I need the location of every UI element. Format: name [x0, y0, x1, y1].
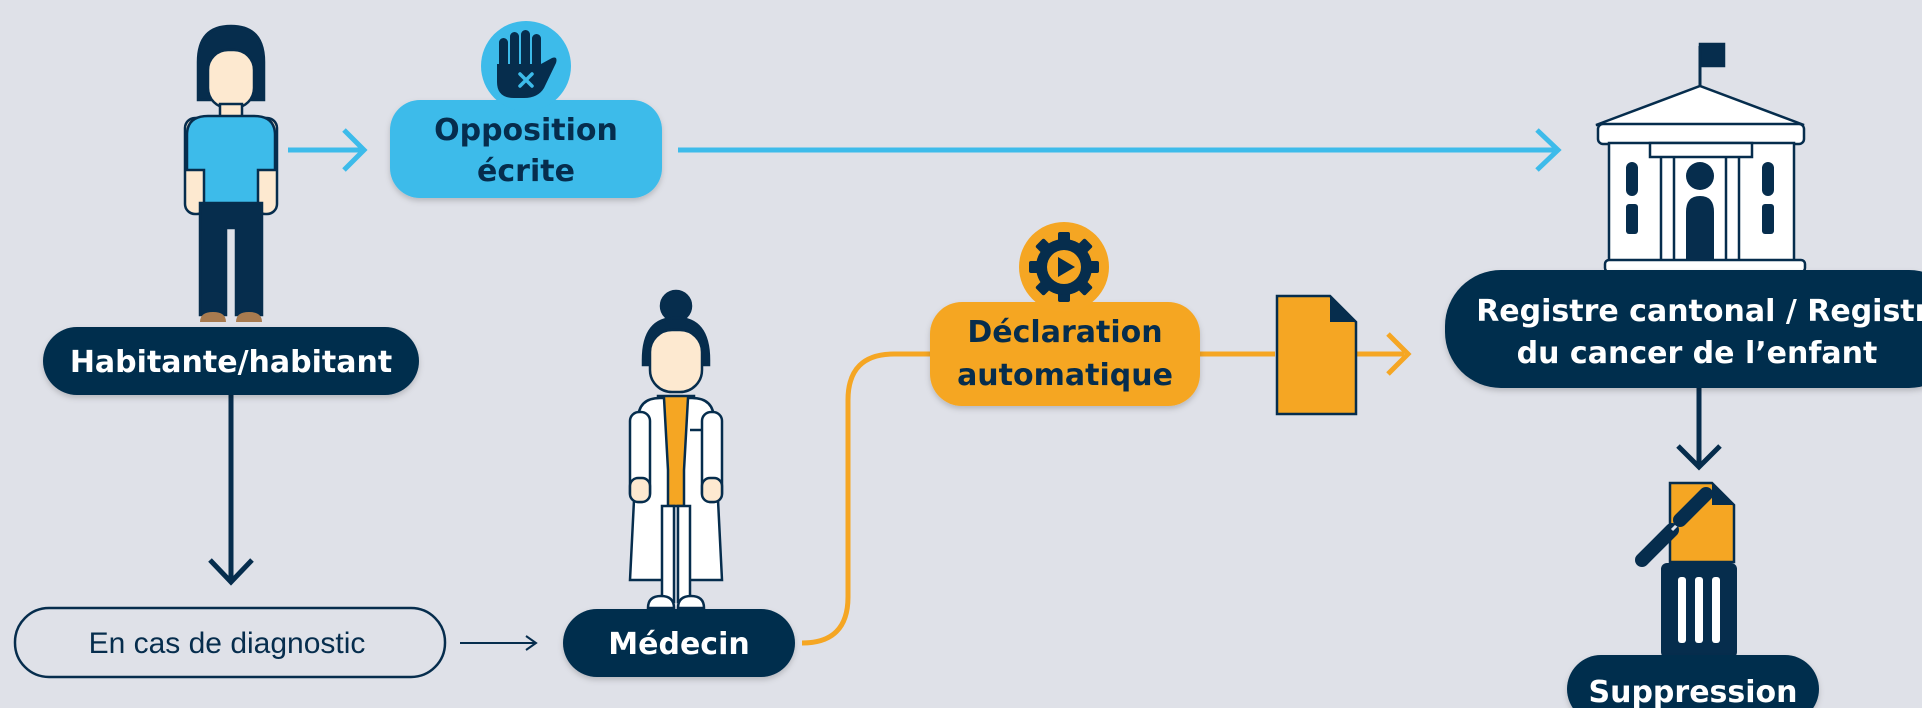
registry-node: Registre cantonal / Registre du cancer d…	[1445, 270, 1922, 388]
trash-icon	[1635, 481, 1737, 658]
arrow-document-to-registry	[1356, 332, 1412, 376]
diagnosis-label: En cas de diagnostic	[89, 627, 366, 660]
arrow-resident-to-opposition	[288, 128, 368, 172]
stop-hand-icon	[481, 21, 571, 111]
deletion-node: Suppression	[1567, 655, 1819, 708]
opposition-label-line1: Opposition	[434, 113, 618, 148]
doctor-node: Médecin	[563, 609, 795, 677]
doctor-icon	[628, 289, 724, 610]
arrow-opposition-to-registry	[678, 128, 1562, 172]
arrow-diagnosis-to-doctor	[460, 635, 538, 651]
building-icon	[1595, 42, 1807, 274]
gear-play-icon	[1019, 222, 1109, 312]
arrow-resident-to-diagnosis	[208, 395, 254, 586]
diagnosis-node: En cas de diagnostic	[13, 606, 447, 679]
doctor-label: Médecin	[608, 627, 749, 662]
declaration-label-line1: Déclaration	[967, 315, 1162, 350]
opposition-label-line2: écrite	[477, 154, 575, 189]
deletion-label: Suppression	[1588, 675, 1797, 708]
registry-label-line2: du cancer de l’enfant	[1517, 336, 1878, 371]
arrow-doctor-to-declaration	[801, 351, 935, 646]
woman-icon	[183, 24, 279, 322]
arrow-registry-to-deletion	[1676, 385, 1722, 471]
document-icon	[1275, 294, 1358, 416]
resident-label: Habitante/habitant	[70, 345, 392, 380]
declaration-node: Déclaration automatique	[930, 302, 1200, 406]
registry-label-line1: Registre cantonal / Registre	[1476, 294, 1922, 329]
opposition-node: Opposition écrite	[390, 100, 662, 198]
resident-node: Habitante/habitant	[43, 327, 419, 395]
declaration-label-line2: automatique	[957, 358, 1173, 393]
